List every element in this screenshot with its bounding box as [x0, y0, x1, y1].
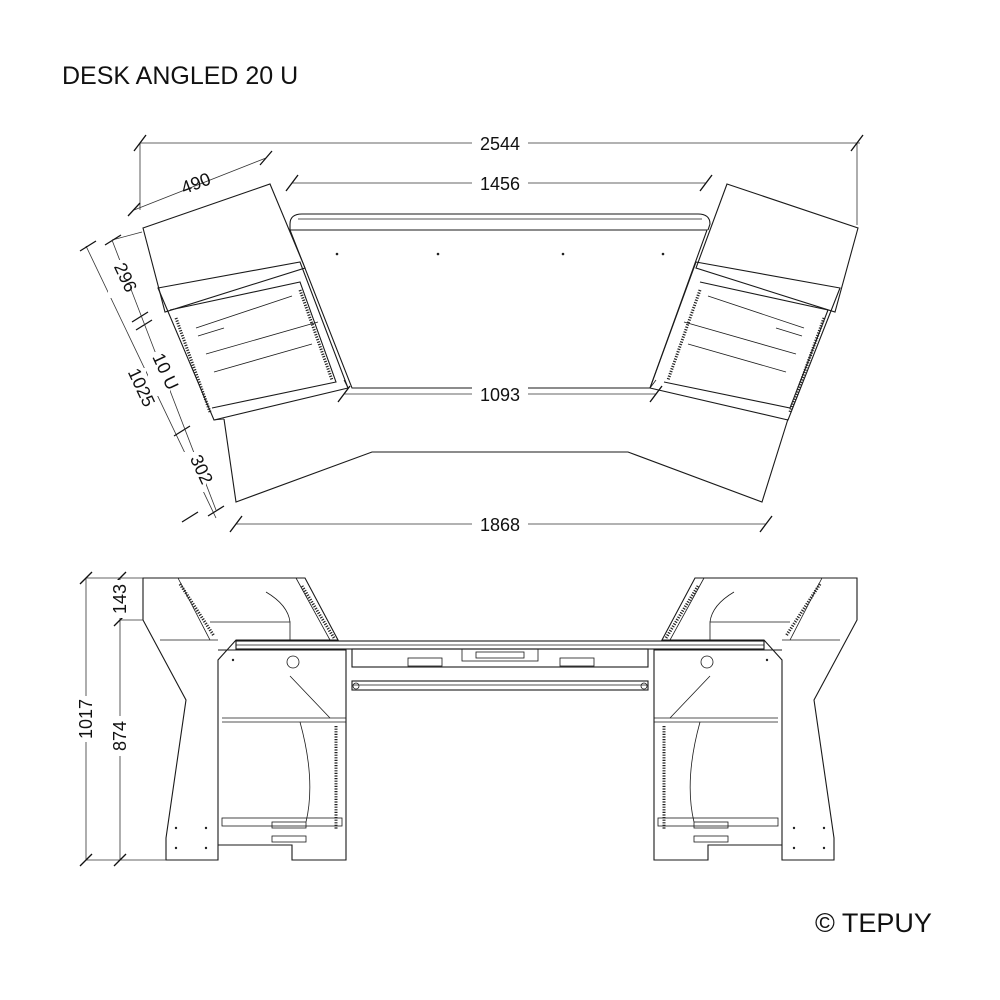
copyright-notice: © TEPUY	[815, 908, 932, 938]
right-pedestal-outline	[661, 577, 858, 861]
tray-rail	[351, 680, 649, 691]
desk-front-outline	[223, 418, 789, 503]
front-view	[142, 577, 858, 861]
front-view-dimensions: 143 1017 874	[76, 571, 166, 867]
left-pedestal	[142, 577, 347, 861]
right-rack-rail-a	[666, 289, 702, 381]
left-top-board	[142, 183, 306, 313]
right-top-rack-b	[664, 585, 700, 639]
right-rack-rail-b	[788, 317, 826, 413]
right-top-board	[695, 183, 859, 313]
dim-upper-height: 143	[110, 584, 130, 614]
desk-top-outline	[289, 229, 708, 389]
left-pedestal-outline	[142, 577, 339, 861]
top-view-dimensions: 2544 1456 490 296	[79, 133, 864, 535]
dim-rear-span: 1093	[480, 385, 520, 405]
dim-desk-height: 874	[110, 721, 130, 751]
left-side-module	[142, 183, 349, 421]
dim-inner-span: 1456	[480, 174, 520, 194]
left-rack-rail-b	[298, 289, 334, 381]
right-side-module	[649, 183, 859, 421]
drawing-title: DESK ANGLED 20 U	[62, 62, 299, 90]
rear-rail	[289, 213, 711, 231]
mounting-holes	[335, 252, 665, 256]
top-view	[142, 183, 859, 503]
left-rack-rail-a	[174, 317, 212, 413]
left-top-rack-b	[300, 585, 336, 639]
right-pedestal	[653, 577, 858, 861]
dim-side-depth: 490	[178, 169, 213, 198]
dim-overall-width: 2544	[480, 134, 520, 154]
right-rack-box	[649, 261, 841, 421]
dim-front-span: 1868	[480, 515, 520, 535]
dim-overall-height: 1017	[76, 699, 96, 739]
